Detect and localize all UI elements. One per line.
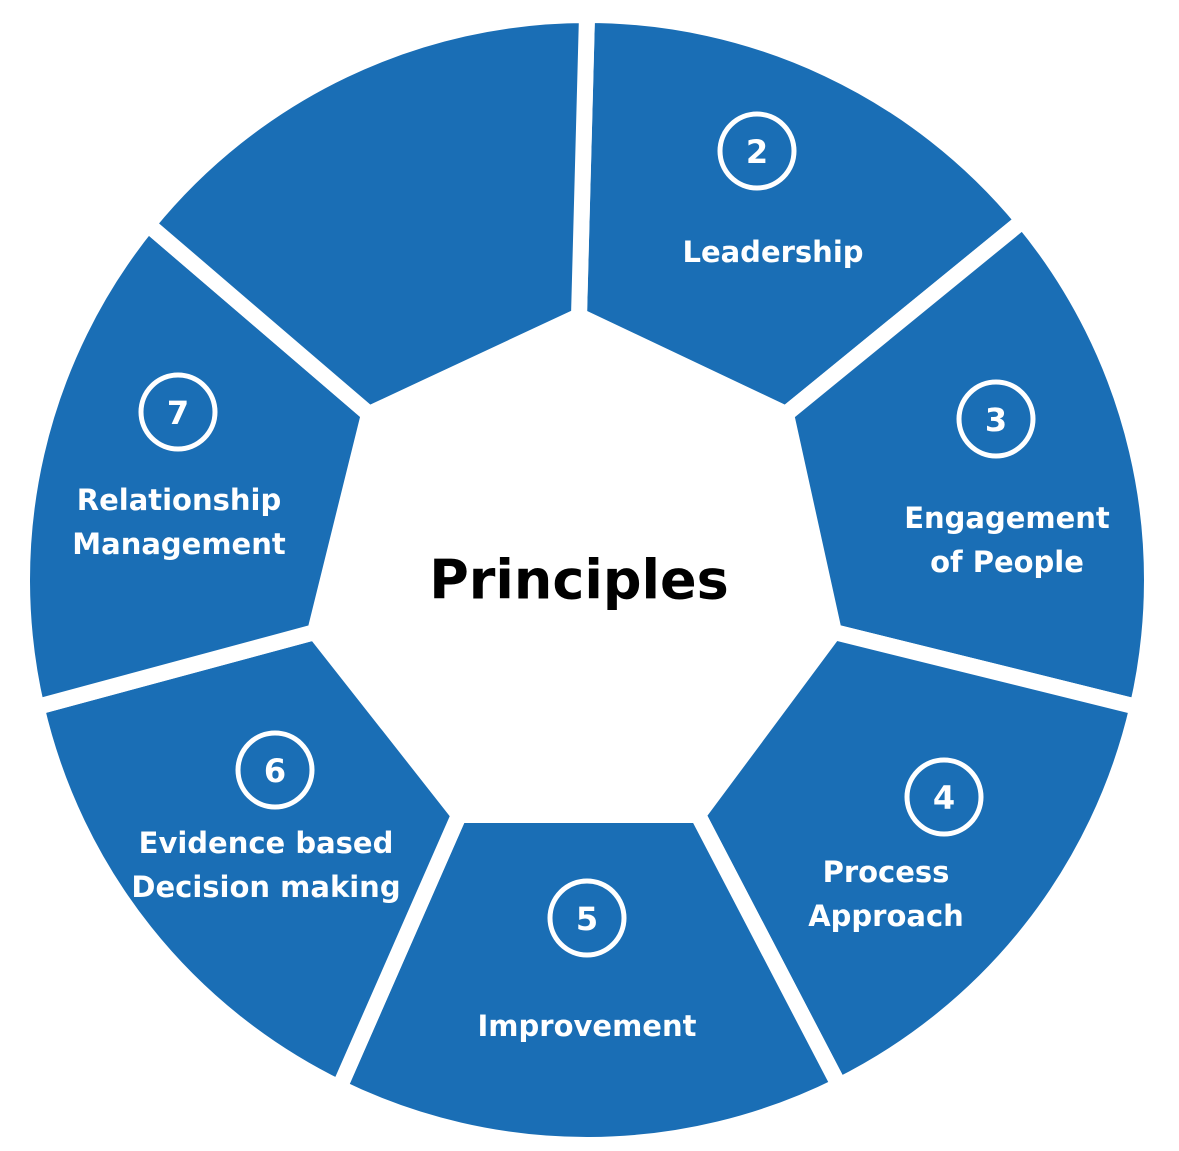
- segment-label: Process: [823, 855, 950, 889]
- segment-shape: [777, 209, 1160, 717]
- segment-label: Evidence based: [139, 826, 394, 860]
- number-badge-text: 3: [985, 401, 1007, 439]
- segments-layer: 1Customer Focus2Leadership3Engagementof …: [14, 6, 1160, 1151]
- segment-label: Leadership: [682, 235, 863, 269]
- number-badge-text: 4: [933, 779, 955, 817]
- segment-shape: [570, 6, 1035, 424]
- segment-label: Management: [72, 527, 286, 561]
- number-badge-text: 5: [576, 900, 598, 938]
- segment-shape: [688, 622, 1148, 1097]
- number-badge-text: 2: [746, 133, 768, 171]
- number-badge-circle: [547, 878, 627, 958]
- segment-shape: [136, 6, 596, 424]
- segment-label: of People: [930, 545, 1084, 579]
- segment-label: Relationship: [77, 483, 282, 517]
- segment-label: Decision making: [131, 870, 400, 904]
- number-badge-circle: [235, 730, 315, 810]
- segment-label: Engagement: [904, 501, 1110, 535]
- number-badge-circle: [138, 372, 218, 452]
- number-badge-circle: [717, 111, 797, 191]
- segment-shape: [328, 807, 850, 1151]
- number-badge-circle: [904, 757, 984, 837]
- segment-label: Improvement: [478, 1009, 697, 1043]
- segment-label: Approach: [808, 899, 964, 933]
- center-title: Principles: [429, 549, 729, 612]
- segment-shape: [26, 622, 469, 1099]
- number-badge-text: 7: [167, 394, 189, 432]
- number-badge-circle: [956, 379, 1036, 459]
- number-badge-text: 6: [264, 752, 286, 790]
